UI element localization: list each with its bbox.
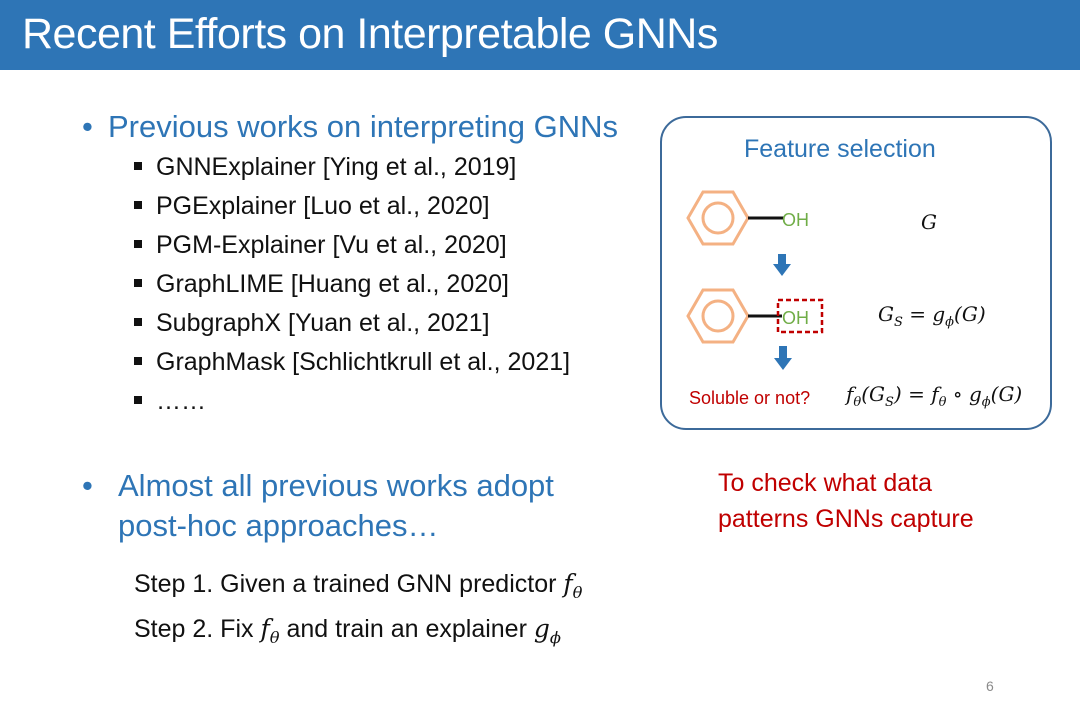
step-2-text-a: Step 2. Fix [134,615,261,643]
benzene-ring-icon [686,288,750,344]
step-2: Step 2. Fix fθ and train an explainer gϕ [134,611,582,656]
steps-block: Step 1. Given a trained GNN predictor fθ… [134,566,582,656]
oh-label: OH [782,210,809,230]
math-f-theta: fθ [260,614,280,647]
arrow-down-icon [773,254,791,276]
bullet-post-hoc-line1: Almost all previous works adopt [118,468,554,503]
work-gnnexplainer: GNNExplainer [Ying et al., 2019] [156,153,517,181]
work-pgexplainer: PGExplainer [Luo et al., 2020] [156,192,490,220]
feature-selection-title: Feature selection [744,135,936,163]
square-bullet-icon [134,240,142,248]
soluble-label: Soluble or not? [689,388,811,408]
bullet-previous-works: • Previous works on interpreting GNNs [82,108,618,146]
bullet-dot: • [82,109,93,144]
work-ellipsis: …… [156,387,206,415]
slide-title: Recent Efforts on Interpretable GNNs [22,10,718,58]
bullet-post-hoc-line2: post-hoc approaches… [118,508,439,543]
step-1-text: Step 1. Given a trained GNN predictor [134,570,564,598]
benzene-ring-icon [686,190,750,246]
math-g-phi: gϕ [533,614,561,647]
list-item: GNNExplainer [Ying et al., 2019] [132,150,570,189]
purpose-note-line1: To check what data [718,469,933,497]
title-bar: Recent Efforts on Interpretable GNNs [0,0,1080,70]
work-graphmask: GraphMask [Schlichtkrull et al., 2021] [156,348,571,376]
list-item: GraphMask [Schlichtkrull et al., 2021] [132,345,570,384]
step-1: Step 1. Given a trained GNN predictor fθ [134,566,582,611]
math-graph-g: G [921,210,937,234]
square-bullet-icon [134,162,142,170]
selection-box [776,298,824,334]
bullet-dot: • [82,468,93,503]
bullet-previous-works-text: Previous works on interpreting GNNs [108,109,618,144]
square-bullet-icon [134,201,142,209]
step-2-text-b: and train an explainer [279,615,534,643]
list-item: PGM-Explainer [Vu et al., 2020] [132,228,570,267]
page-number: 6 [986,678,994,694]
list-item: …… [132,384,570,423]
molecule-diagram: OH OH [686,190,824,344]
oh-label: OH [782,308,809,328]
square-bullet-icon [134,396,142,404]
bullet-post-hoc: • Almost all previous works adopt post-h… [82,466,554,546]
purpose-note: To check what data patterns GNNs capture [718,465,974,537]
work-graphlime: GraphLIME [Huang et al., 2020] [156,270,509,298]
feature-selection-panel [660,116,1052,430]
math-gs-equals-g-phi: GS = gϕ(G) [878,302,986,330]
work-pgm-explainer: PGM-Explainer [Vu et al., 2020] [156,231,507,259]
list-item: SubgraphX [Yuan et al., 2021] [132,306,570,345]
math-f-theta: fθ [563,569,583,602]
square-bullet-icon [134,318,142,326]
square-bullet-icon [134,357,142,365]
purpose-note-line2: patterns GNNs capture [718,505,974,533]
work-subgraphx: SubgraphX [Yuan et al., 2021] [156,309,490,337]
square-bullet-icon [134,279,142,287]
arrow-down-icon [774,346,792,370]
list-item: PGExplainer [Luo et al., 2020] [132,189,570,228]
works-list: GNNExplainer [Ying et al., 2019] PGExpla… [132,150,570,423]
math-f-composition: fθ(GS) = fθ ∘ gϕ(G) [846,382,1023,410]
list-item: GraphLIME [Huang et al., 2020] [132,267,570,306]
